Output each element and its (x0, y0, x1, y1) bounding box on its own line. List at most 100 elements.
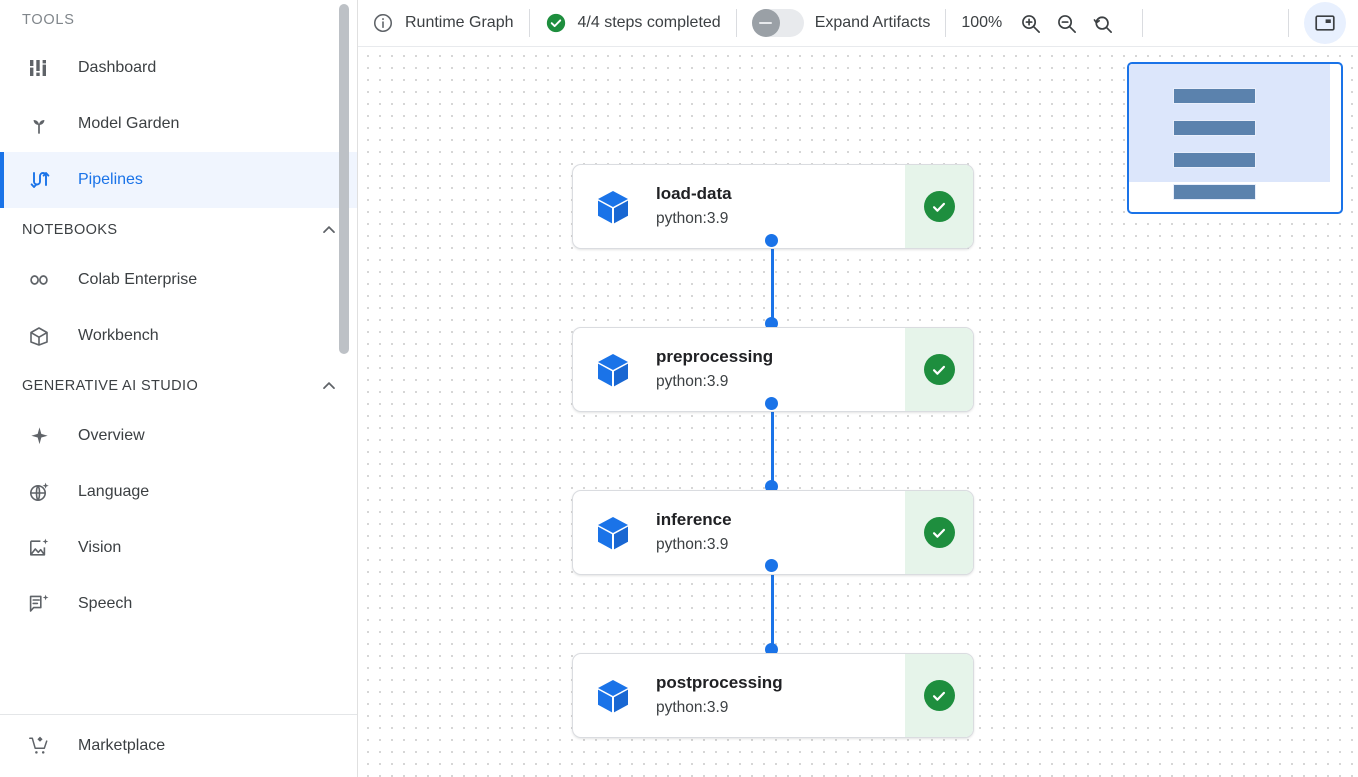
node-image: python:3.9 (656, 209, 729, 227)
graph-node-preprocessing[interactable]: preprocessing python:3.9 (572, 327, 974, 412)
sidebar-item-label: Model Garden (78, 115, 180, 132)
check-circle-icon (923, 354, 955, 385)
node-body: preprocessing python:3.9 (573, 328, 905, 411)
sidebar-divider (0, 714, 357, 715)
node-title: preprocessing (656, 346, 774, 366)
panel-toggle-icon[interactable] (1304, 2, 1346, 44)
node-port-out (765, 234, 778, 247)
node-port-in (765, 480, 778, 493)
check-circle-icon (923, 680, 955, 711)
check-circle-icon (545, 12, 567, 34)
node-port-out (765, 559, 778, 572)
steps-status-group: 4/4 steps completed (545, 0, 721, 47)
minimap-node (1173, 152, 1256, 168)
node-text: inference python:3.9 (656, 509, 732, 556)
node-status-badge (905, 654, 973, 737)
check-circle-icon (923, 191, 955, 222)
sidebar-scroll-area: TOOLS Dashboard (0, 0, 357, 706)
node-status-badge (905, 328, 973, 411)
expand-artifacts-group: Expand Artifacts (751, 0, 930, 47)
sidebar-item-vision[interactable]: Vision (0, 520, 357, 576)
graph-node-inference[interactable]: inference python:3.9 (572, 490, 974, 575)
sidebar-item-label: Overview (78, 427, 145, 444)
minimap-node (1173, 184, 1256, 200)
workbench-icon (26, 323, 52, 349)
pipelines-icon (26, 167, 52, 193)
info-icon (372, 12, 394, 34)
toggle-knob (751, 9, 780, 37)
node-text: preprocessing python:3.9 (656, 346, 773, 393)
toolbar-divider (1288, 9, 1289, 37)
zoom-in-icon[interactable] (1012, 5, 1048, 41)
sidebar-group-generative-ai-studio[interactable]: GENERATIVE AI STUDIO (0, 364, 357, 408)
cube-icon (591, 511, 635, 555)
sidebar-item-label: Vision (78, 539, 122, 556)
cube-icon (591, 674, 635, 718)
sidebar-item-language[interactable]: Language (0, 464, 357, 520)
toolbar-divider (1142, 9, 1144, 37)
node-body: load-data python:3.9 (573, 165, 905, 248)
node-port-out (765, 397, 778, 410)
sidebar-item-label: Pipelines (78, 171, 143, 188)
node-status-badge (905, 491, 973, 574)
sparkle-icon (26, 423, 52, 449)
sidebar-group-label: NOTEBOOKS (22, 222, 118, 238)
minimap-node (1173, 120, 1256, 136)
zoom-out-icon[interactable] (1048, 5, 1084, 41)
colab-icon (26, 267, 52, 293)
steps-completed-label: 4/4 steps completed (577, 14, 721, 31)
sidebar-group-notebooks[interactable]: NOTEBOOKS (0, 208, 357, 252)
node-status-badge (905, 165, 973, 248)
node-title: inference (656, 509, 732, 529)
sidebar-item-dashboard[interactable]: Dashboard (0, 40, 357, 96)
edge-inference-to-postprocessing (771, 559, 774, 648)
sidebar-item-label: Dashboard (78, 59, 157, 76)
toolbar-divider (528, 9, 530, 37)
graph-canvas[interactable]: load-data python:3.9 (358, 47, 1358, 777)
node-body: inference python:3.9 (573, 491, 905, 574)
node-port-in (765, 317, 778, 330)
toolbar-divider (735, 9, 737, 37)
node-port-in (765, 643, 778, 656)
node-text: postprocessing python:3.9 (656, 672, 783, 719)
toolbar-divider (945, 9, 947, 37)
sidebar-item-colab-enterprise[interactable]: Colab Enterprise (0, 252, 357, 308)
zoom-level-value: 100% (961, 14, 1003, 31)
graph-toolbar: Runtime Graph 4/4 steps completed Expand… (358, 0, 1358, 47)
check-circle-icon (923, 517, 955, 548)
edge-preprocessing-to-inference (771, 397, 774, 485)
sidebar-scrollbar-thumb[interactable] (339, 4, 349, 354)
zoom-reset-icon[interactable] (1084, 5, 1120, 41)
edge-load-data-to-preprocessing (771, 234, 774, 322)
sidebar: TOOLS Dashboard (0, 0, 358, 777)
sidebar-item-label: Colab Enterprise (78, 271, 198, 288)
sprout-icon (26, 111, 52, 137)
chevron-up-icon (319, 220, 339, 240)
minimap-node (1173, 88, 1256, 104)
node-image: python:3.9 (656, 698, 729, 716)
sidebar-item-workbench[interactable]: Workbench (0, 308, 357, 364)
speech-sparkle-icon (26, 591, 52, 617)
sidebar-item-marketplace[interactable]: Marketplace (0, 715, 357, 777)
sidebar-item-speech[interactable]: Speech (0, 576, 357, 632)
cube-icon (591, 185, 635, 229)
node-title: postprocessing (656, 672, 783, 692)
sidebar-group-label: GENERATIVE AI STUDIO (22, 378, 199, 394)
node-body: postprocessing python:3.9 (573, 654, 905, 737)
sidebar-item-pipelines[interactable]: Pipelines (0, 152, 357, 208)
image-sparkle-icon (26, 535, 52, 561)
expand-artifacts-toggle[interactable] (751, 9, 804, 37)
graph-node-postprocessing[interactable]: postprocessing python:3.9 (572, 653, 974, 738)
graph-panel: Runtime Graph 4/4 steps completed Expand… (358, 0, 1358, 777)
sidebar-item-label: Speech (78, 595, 133, 612)
runtime-graph-label-group: Runtime Graph (372, 0, 514, 47)
graph-minimap[interactable] (1127, 62, 1343, 214)
cart-icon (26, 733, 52, 759)
node-title: load-data (656, 183, 732, 203)
sidebar-section-tools: TOOLS (22, 12, 75, 28)
sidebar-item-overview[interactable]: Overview (0, 408, 357, 464)
sidebar-item-label: Workbench (78, 327, 159, 344)
cube-icon (591, 348, 635, 392)
sidebar-item-model-garden[interactable]: Model Garden (0, 96, 357, 152)
